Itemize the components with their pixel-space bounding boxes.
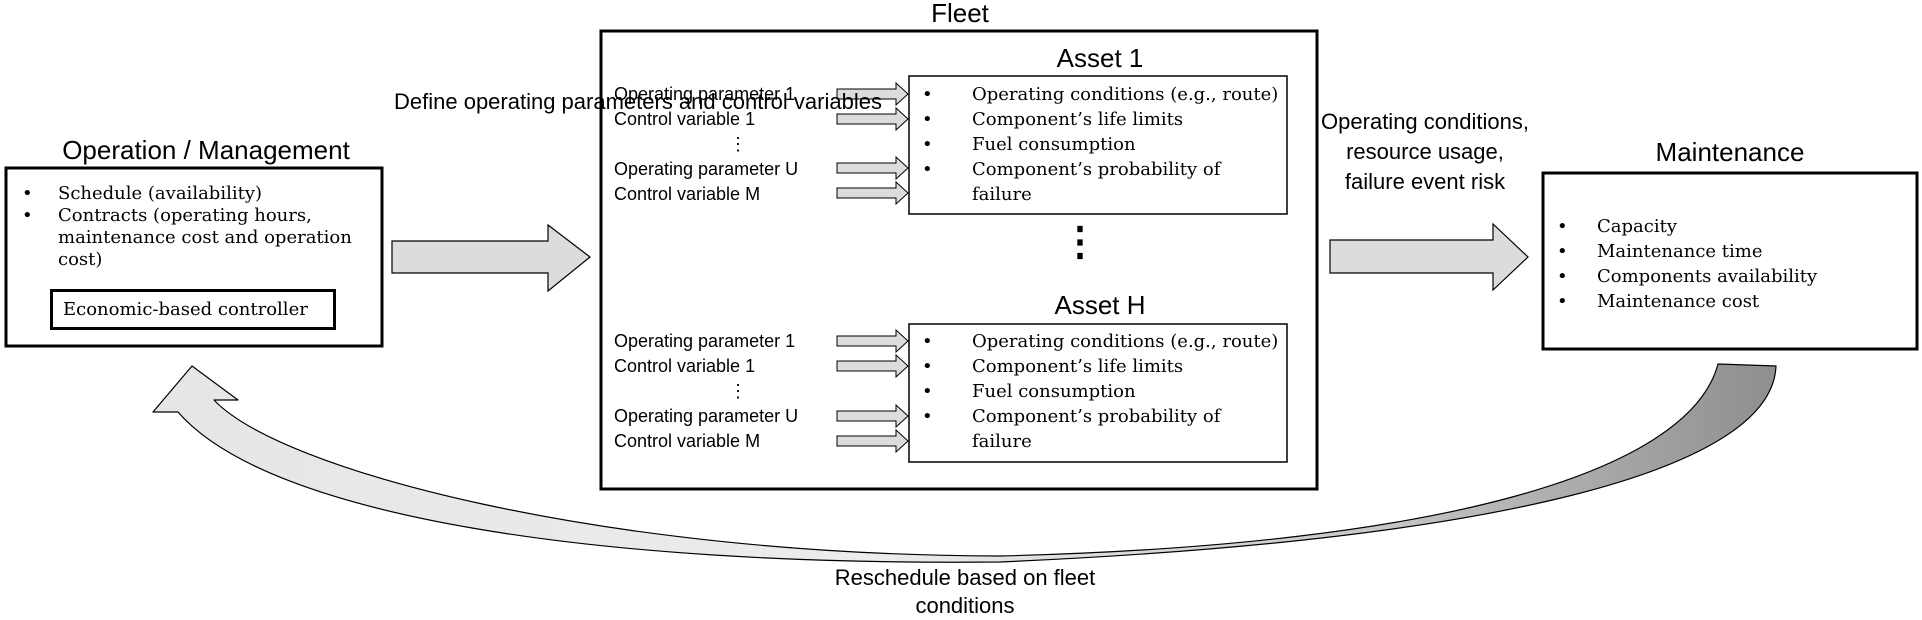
- list-item: •Capacity: [1557, 216, 1677, 237]
- control-variable-1: Control variable 1: [614, 356, 756, 376]
- asset-h-params: Operating parameter 1 Control variable 1…: [614, 329, 798, 454]
- bullet-icon: •: [922, 134, 933, 155]
- operating-parameter-u: Operating parameter U: [614, 406, 799, 426]
- bullet-icon: •: [1557, 216, 1568, 237]
- feedback-label: Reschedule based on fleet conditions: [834, 565, 1096, 618]
- operating-parameter-u: Operating parameter U: [614, 159, 799, 179]
- list-item: •Fuel consumption: [922, 381, 1136, 402]
- asset-1-output-box: [908, 75, 1288, 215]
- list-item: •Fuel consumption: [922, 134, 1136, 155]
- asset-h-input-arrows: [836, 328, 909, 454]
- list-item: •Maintenance time: [1557, 241, 1763, 262]
- list-item: •Operating conditions (e.g., route): [922, 331, 1279, 352]
- bullet-icon: •: [922, 356, 933, 377]
- operation-title: Operation / Management: [62, 135, 350, 165]
- bullet-icon: •: [22, 205, 33, 226]
- economic-controller-box: Economic-based controller: [50, 289, 336, 330]
- asset-1-outputs: •Operating conditions (e.g., route) •Com…: [922, 82, 1282, 207]
- operating-parameter-1: Operating parameter 1: [614, 331, 796, 351]
- list-item: •Component’s probability of failure: [922, 159, 1221, 205]
- list-item: • Contracts (operating hours, maintenanc…: [22, 205, 352, 270]
- list-item: • Schedule (availability): [22, 183, 263, 204]
- vertical-ellipsis-icon: ⋮: [729, 381, 747, 401]
- bullet-icon: •: [922, 109, 933, 130]
- list-item: •Maintenance cost: [1557, 291, 1760, 312]
- feedback-arrow: [152, 363, 1777, 563]
- asset-h-title: Asset H: [1054, 290, 1146, 320]
- control-variable-1: Control variable 1: [614, 109, 756, 129]
- list-item: •Components availability: [1557, 266, 1818, 287]
- list-item: •Component’s life limits: [922, 356, 1184, 377]
- asset-1-title: Asset 1: [1056, 43, 1144, 73]
- bullet-icon: •: [922, 84, 933, 105]
- bullet-icon: •: [922, 159, 933, 180]
- define-arrow: [391, 223, 591, 293]
- bullet-icon: •: [922, 331, 933, 352]
- bullet-icon: •: [22, 183, 33, 204]
- maintenance-list: •Capacity •Maintenance time •Components …: [1557, 214, 1907, 314]
- economic-controller-label: Economic-based controller: [63, 299, 308, 320]
- define-arrow-label: Define operating parameters and control …: [394, 89, 882, 114]
- bullet-icon: •: [1557, 241, 1568, 262]
- output-arrow-label: Operating conditions, resource usage, fa…: [1321, 109, 1529, 194]
- asset-1-params: Operating parameter 1 Control variable 1…: [614, 82, 798, 207]
- bullet-icon: •: [1557, 266, 1568, 287]
- asset-h-outputs: •Operating conditions (e.g., route) •Com…: [922, 329, 1282, 454]
- bullet-icon: •: [922, 381, 933, 402]
- list-item: •Component’s probability of failure: [922, 406, 1221, 452]
- asset-1-input-arrows: [836, 81, 909, 206]
- asset-ellipsis-icon: ⋮: [1060, 220, 1100, 264]
- asset-h-output-box: [908, 323, 1288, 463]
- list-item: •Component’s life limits: [922, 109, 1184, 130]
- bullet-icon: •: [1557, 291, 1568, 312]
- operating-parameter-1: Operating parameter 1: [614, 84, 796, 104]
- output-arrow: [1329, 222, 1529, 292]
- bullet-icon: •: [922, 406, 933, 427]
- vertical-ellipsis-icon: ⋮: [729, 134, 747, 154]
- fleet-title: Fleet: [931, 0, 989, 28]
- maintenance-box: [1541, 171, 1919, 351]
- control-variable-m: Control variable M: [614, 431, 761, 451]
- control-variable-m: Control variable M: [614, 184, 761, 204]
- maintenance-title: Maintenance: [1655, 137, 1805, 167]
- list-item: •Operating conditions (e.g., route): [922, 84, 1279, 105]
- operation-list: • Schedule (availability) • Contracts (o…: [22, 183, 372, 271]
